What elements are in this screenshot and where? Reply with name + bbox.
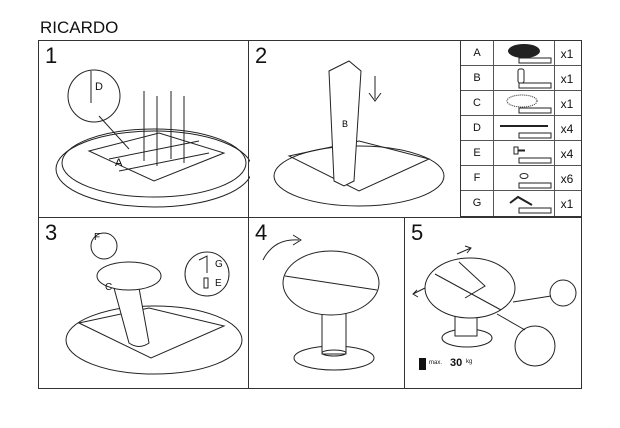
bolt-icon	[493, 141, 555, 165]
step-1-panel: 1 A D	[38, 40, 250, 218]
allen-key-icon	[493, 191, 555, 216]
part-qty: x1	[560, 72, 574, 86]
part-label: A	[473, 47, 481, 59]
threaded-rod-icon	[493, 116, 555, 140]
part-qty: x1	[560, 47, 574, 61]
part-qty: x1	[560, 97, 574, 111]
part-row-b: B x1	[461, 66, 581, 91]
product-title: RICARDO	[40, 18, 119, 37]
step-5-panel: 5 max. 30 kg	[404, 217, 582, 389]
washer-icon	[493, 166, 555, 190]
part-label: F	[473, 172, 481, 184]
max-weight-value: 30	[450, 357, 463, 369]
part-label: C	[473, 97, 481, 109]
part-row-d: D x4	[461, 116, 581, 141]
step-number: 3	[45, 220, 58, 245]
step-3-panel: 3 F C G E	[38, 217, 249, 389]
parts-list: A x1 B x1 C x1 D x4 E x4 F x6 G x1	[460, 40, 582, 217]
step-4-panel: 4	[248, 217, 405, 389]
callout-e: E	[215, 278, 222, 289]
max-weight-prefix: max.	[429, 360, 443, 366]
part-row-c: C x1	[461, 91, 581, 116]
step-number: 5	[411, 220, 424, 245]
part-row-a: A x1	[461, 41, 581, 66]
callout-f: F	[94, 232, 101, 243]
step-number: 4	[255, 220, 268, 245]
svg-text:B: B	[342, 119, 348, 129]
step-number: 2	[255, 43, 268, 68]
part-qty: x1	[560, 197, 574, 211]
svg-text:A: A	[115, 157, 123, 169]
step-4-illustration	[262, 234, 380, 371]
callout-g: G	[215, 259, 223, 270]
part-qty: x4	[560, 147, 574, 161]
part-label: G	[472, 197, 482, 209]
max-weight-unit: kg	[466, 359, 473, 365]
step-1-illustration: A	[55, 69, 250, 208]
base-plate-icon	[493, 91, 555, 115]
callout-d: D	[95, 81, 103, 93]
tabletop-icon	[493, 41, 555, 65]
part-label: E	[473, 147, 481, 159]
step-2-illustration: B	[273, 60, 445, 207]
step-number: 1	[45, 43, 58, 68]
part-row-g: G x1	[461, 191, 581, 216]
column-icon	[493, 66, 555, 90]
callout-c: C	[105, 282, 113, 293]
part-label: B	[473, 72, 481, 84]
part-row-f: F x6	[461, 166, 581, 191]
part-qty: x6	[560, 172, 574, 186]
step-5-illustration	[412, 245, 577, 370]
step-2-panel: 2 B	[248, 40, 461, 218]
part-row-e: E x4	[461, 141, 581, 166]
part-qty: x4	[560, 122, 574, 136]
part-label: D	[473, 122, 481, 134]
step-3-illustration	[65, 232, 243, 375]
